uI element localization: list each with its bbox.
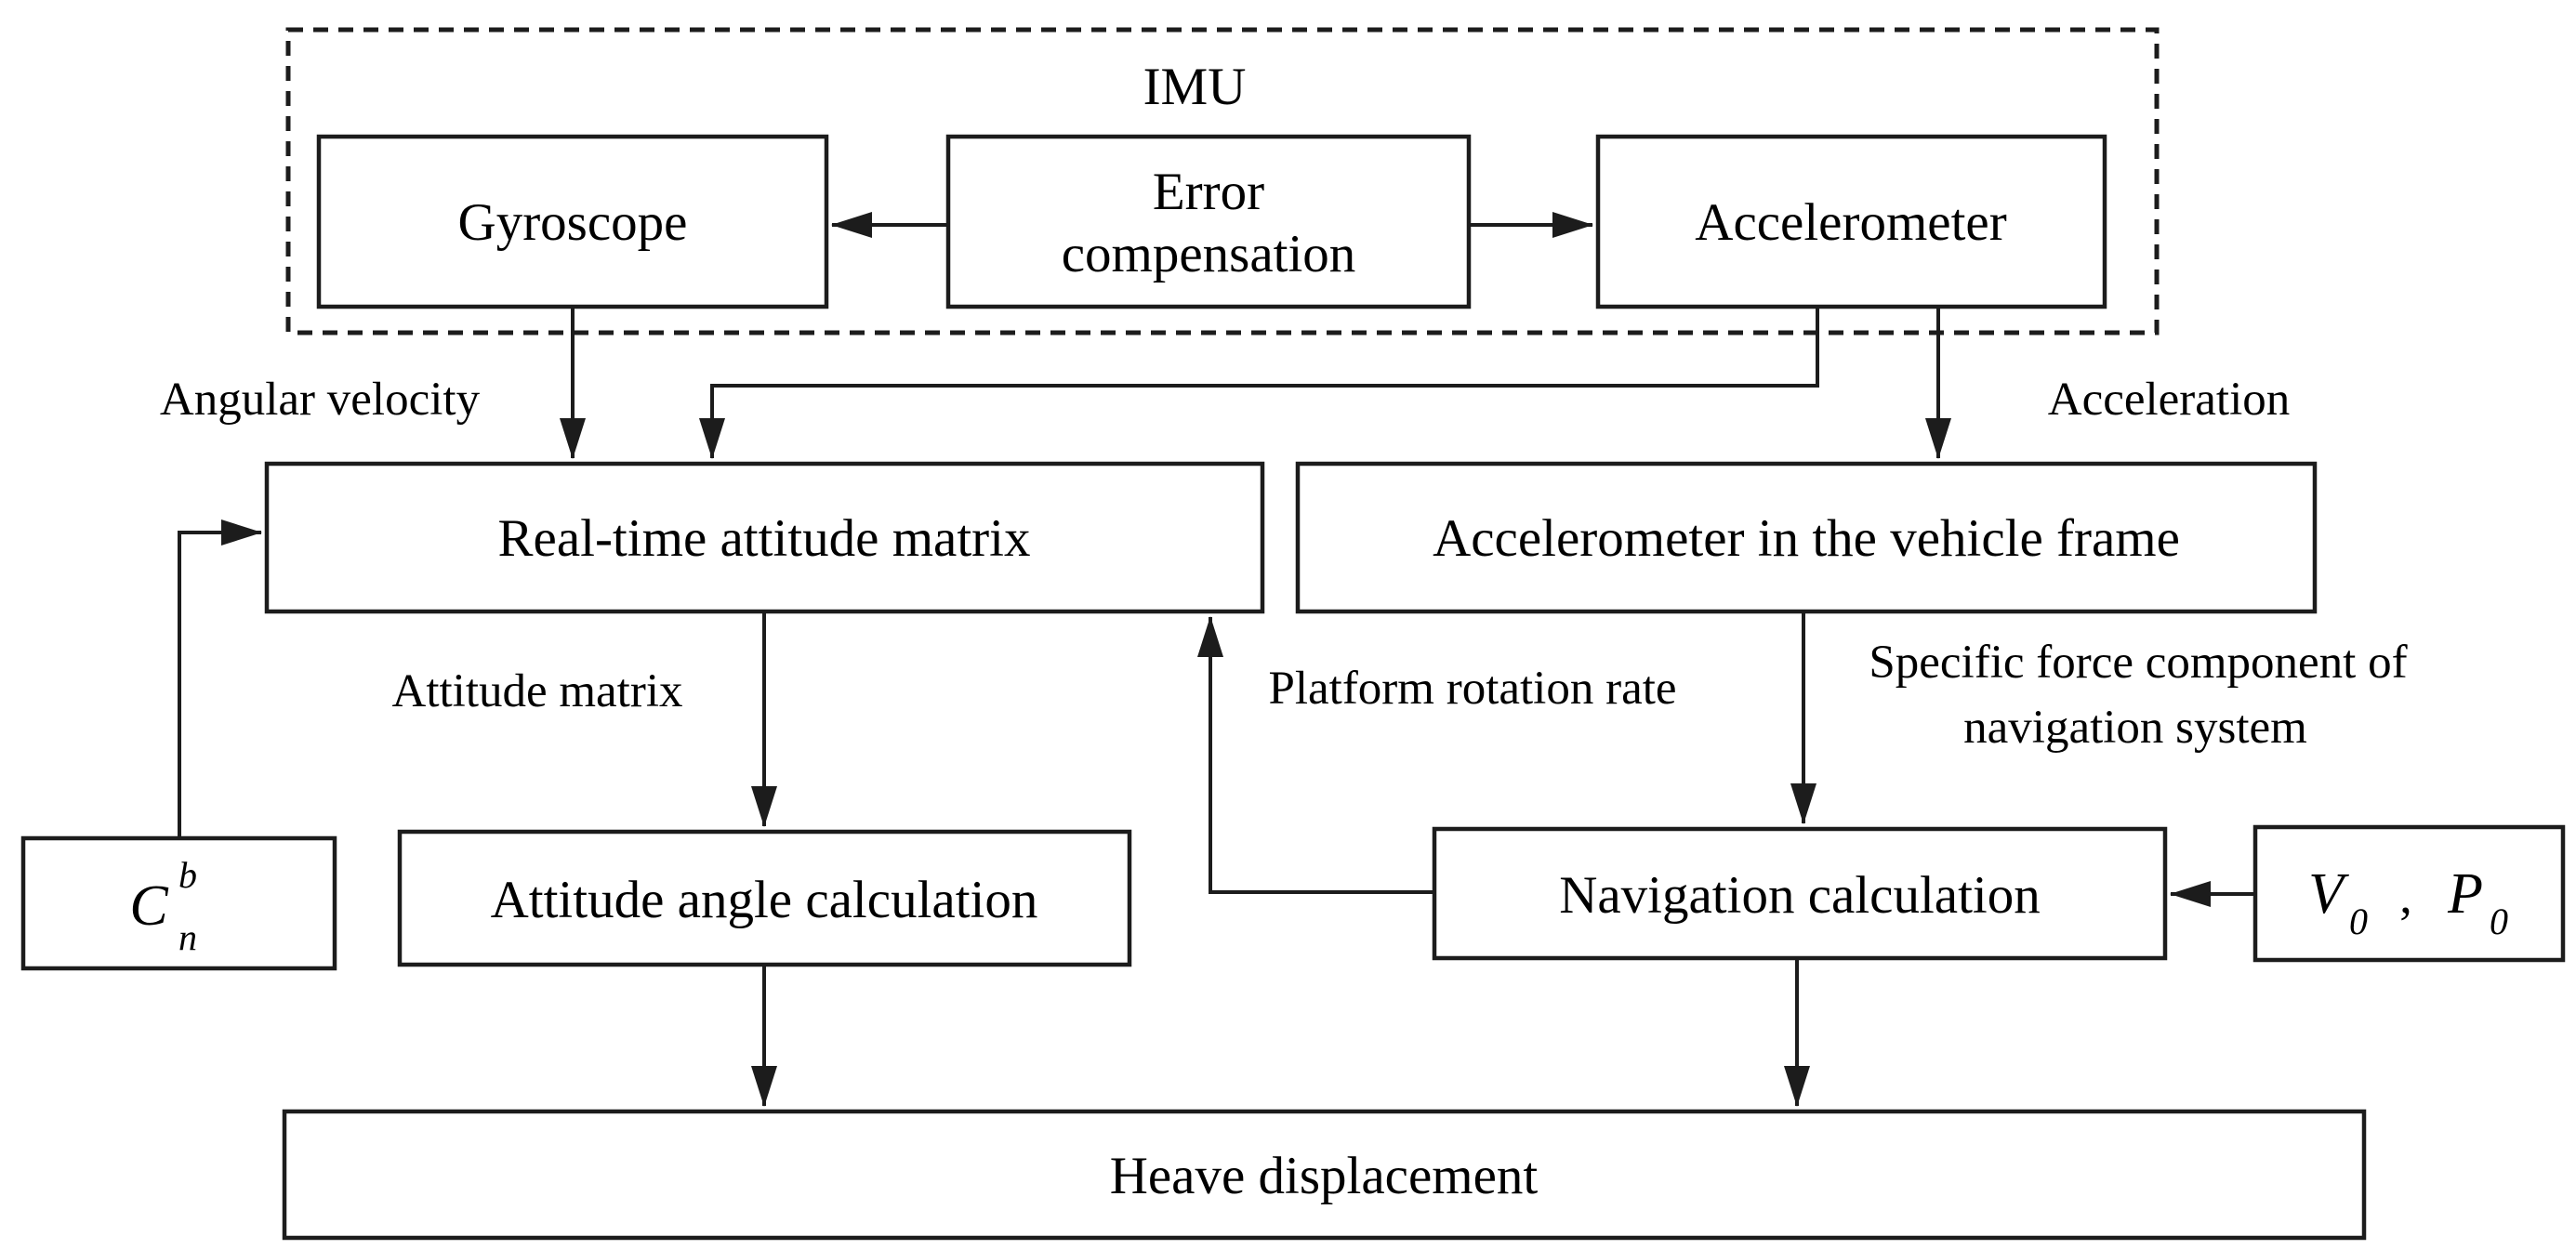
gyroscope-box — [316, 134, 829, 309]
imu-group-label: IMU — [1143, 58, 1247, 116]
edge-accelerometer-to-realtime-attitude-matrix — [699, 307, 1819, 459]
heave-displacement-label: Heave displacement — [1110, 1147, 1539, 1205]
error-compensation-label-line1: Error — [1153, 163, 1264, 221]
initial-velocity-subscript: 0 — [2349, 901, 2368, 942]
gyroscope-label: Gyroscope — [458, 193, 688, 252]
platform-rotation-rate-label: Platform rotation rate — [1268, 663, 1676, 715]
realtime-attitude-matrix-label: Real-time attitude matrix — [498, 509, 1031, 568]
attitude-angle-calculation-box — [397, 829, 1132, 967]
initial-attitude-matrix-subscript: n — [178, 916, 197, 958]
initial-attitude-matrix-superscript: b — [178, 854, 197, 896]
accelerometer-vehicle-frame-label: Accelerometer in the vehicle frame — [1433, 509, 2180, 568]
specific-force-label-line2: navigation system — [1963, 702, 2307, 754]
imu-group-dashed-box — [285, 27, 2160, 335]
initial-velocity-position-separator: , — [2399, 868, 2412, 924]
specific-force-label-line1: Specific force component of — [1869, 637, 2407, 689]
initial-velocity-symbol: V — [2308, 862, 2349, 926]
accelerometer-box — [1595, 134, 2107, 309]
accelerometer-label: Accelerometer — [1695, 193, 2006, 252]
edge-initial-attitude-matrix-to-realtime-attitude-matrix — [178, 519, 262, 838]
initial-attitude-matrix-base: C — [129, 874, 168, 938]
initial-position-subscript: 0 — [2490, 901, 2508, 942]
angular-velocity-label: Angular velocity — [160, 374, 481, 426]
initial-velocity-position-box — [2252, 824, 2566, 963]
heave-displacement-box — [282, 1109, 2367, 1241]
navigation-calculation-label: Navigation calculation — [1559, 866, 2041, 925]
error-compensation-label-line2: compensation — [1062, 225, 1356, 283]
initial-position-symbol: P — [2447, 862, 2483, 926]
accelerometer-vehicle-frame-box — [1295, 461, 2318, 614]
realtime-attitude-matrix-box — [264, 461, 1265, 614]
attitude-matrix-label: Attitude matrix — [391, 665, 682, 717]
attitude-angle-calculation-label: Attitude angle calculation — [491, 871, 1038, 929]
error-compensation-box — [945, 134, 1472, 309]
edge-navigation-calculation-to-realtime-attitude-matrix — [1197, 616, 1434, 894]
acceleration-label: Acceleration — [2048, 374, 2291, 426]
navigation-calculation-box — [1432, 826, 2168, 961]
initial-attitude-matrix-box — [20, 835, 337, 971]
